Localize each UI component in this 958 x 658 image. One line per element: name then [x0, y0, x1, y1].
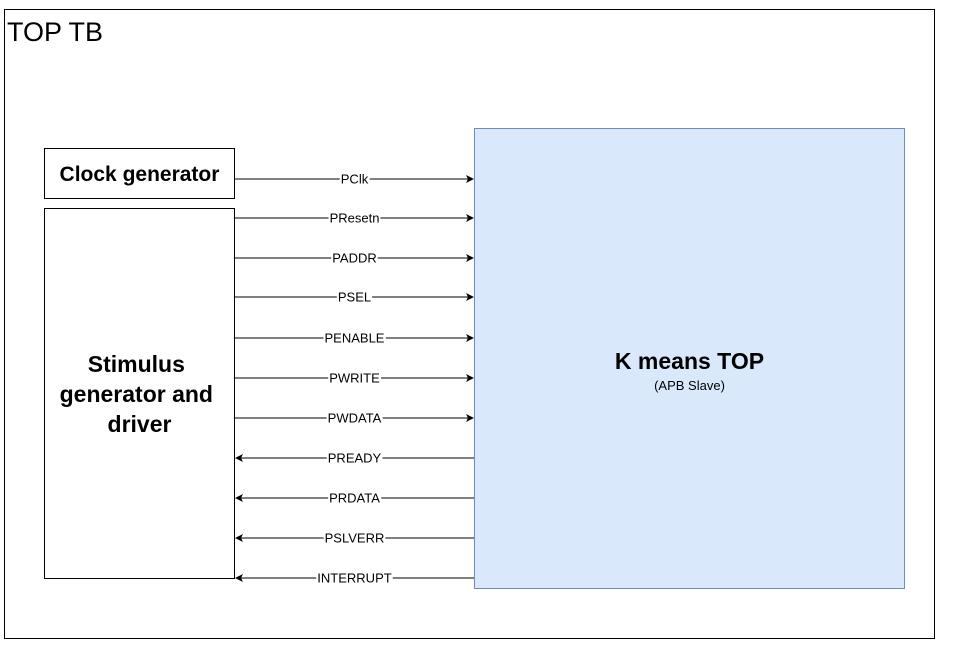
signal-label-background-interrupt	[316, 571, 393, 585]
testbench-title: TOP TB	[7, 17, 103, 47]
signal-label-pwdata: PWDATA	[328, 411, 382, 426]
stimulus-generator-block[interactable]	[44, 208, 235, 579]
signal-label-background-penable	[323, 331, 386, 345]
signal-label-background-prdata	[328, 491, 382, 505]
signal-label-background-pwrite	[328, 371, 382, 385]
signal-label-background-pwdata	[326, 411, 383, 425]
stimulus-label-line-1: Stimulus	[88, 351, 185, 377]
signal-label-paddr: PADDR	[332, 251, 377, 266]
signal-label-penable: PENABLE	[325, 331, 385, 346]
signal-label-pwrite: PWRITE	[329, 371, 380, 386]
stimulus-label-line-3: driver	[108, 411, 172, 437]
signal-label-background-pready	[326, 451, 383, 465]
stimulus-label: Stimulus generator and driver	[60, 351, 220, 437]
signal-label-prdata: PRDATA	[329, 491, 380, 506]
signal-label-interrupt: INTERRUPT	[317, 571, 391, 586]
signal-label-pclk: PClk	[341, 172, 369, 187]
signal-label-pready: PREADY	[328, 451, 382, 466]
signal-label-psel: PSEL	[338, 290, 371, 305]
kmeans-top-title: K means TOP	[615, 348, 764, 374]
kmeans-top-subtitle: (APB Slave)	[654, 378, 725, 393]
kmeans-top-block[interactable]	[474, 128, 905, 589]
clock-generator-label: Clock generator	[60, 163, 220, 186]
signal-label-background-paddr	[331, 251, 378, 265]
signal-label-background-presetn	[328, 211, 381, 225]
clock-generator-block[interactable]	[44, 148, 235, 199]
signal-label-pslverr: PSLVERR	[325, 531, 385, 546]
signal-label-presetn: PResetn	[330, 211, 380, 226]
signal-label-background-pslverr	[323, 531, 386, 545]
stimulus-label-line-2: generator and	[60, 381, 213, 407]
signal-label-background-psel	[336, 290, 373, 304]
signal-label-background-pclk	[339, 172, 370, 186]
